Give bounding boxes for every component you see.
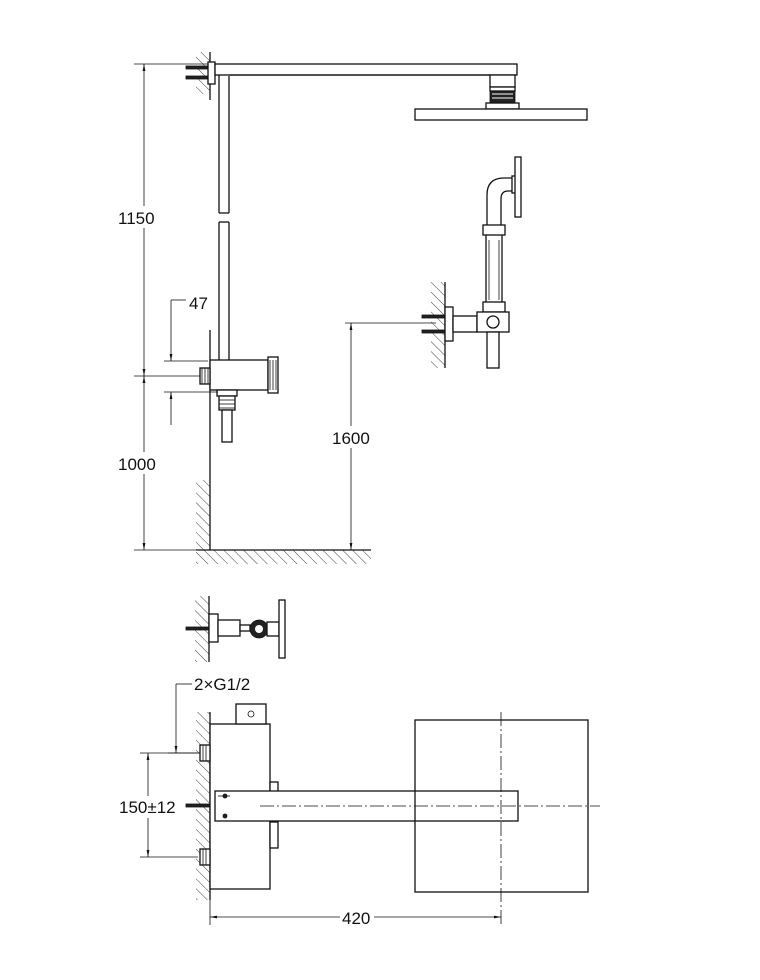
plan-view: 2×G1/2 150±12 420	[118, 675, 600, 928]
thermostatic-valve	[199, 356, 279, 443]
wall-hatch-upper	[196, 52, 210, 94]
dim-1600: 1600	[332, 429, 370, 448]
dim-47: 47	[189, 294, 208, 313]
wall-holder-detail	[185, 596, 286, 662]
hand-shower-assembly	[421, 156, 522, 369]
dimensions-front: 1150 1000 47 1600	[116, 63, 436, 551]
dim-inlet-spacing: 150±12	[119, 798, 176, 817]
wall-hatch-handshower	[431, 282, 445, 368]
floor-hatch	[196, 550, 371, 564]
front-elevation	[185, 52, 588, 564]
dim-1000: 1000	[118, 455, 156, 474]
rain-shower-head	[414, 108, 588, 121]
dim-1150: 1150	[118, 209, 155, 228]
dim-inlets: 2×G1/2	[194, 675, 250, 694]
shower-arm	[214, 63, 518, 88]
dim-420: 420	[342, 909, 370, 928]
shower-head-joint	[485, 86, 520, 110]
riser-pipe	[218, 64, 230, 360]
wall-hatch-lower	[196, 480, 210, 550]
